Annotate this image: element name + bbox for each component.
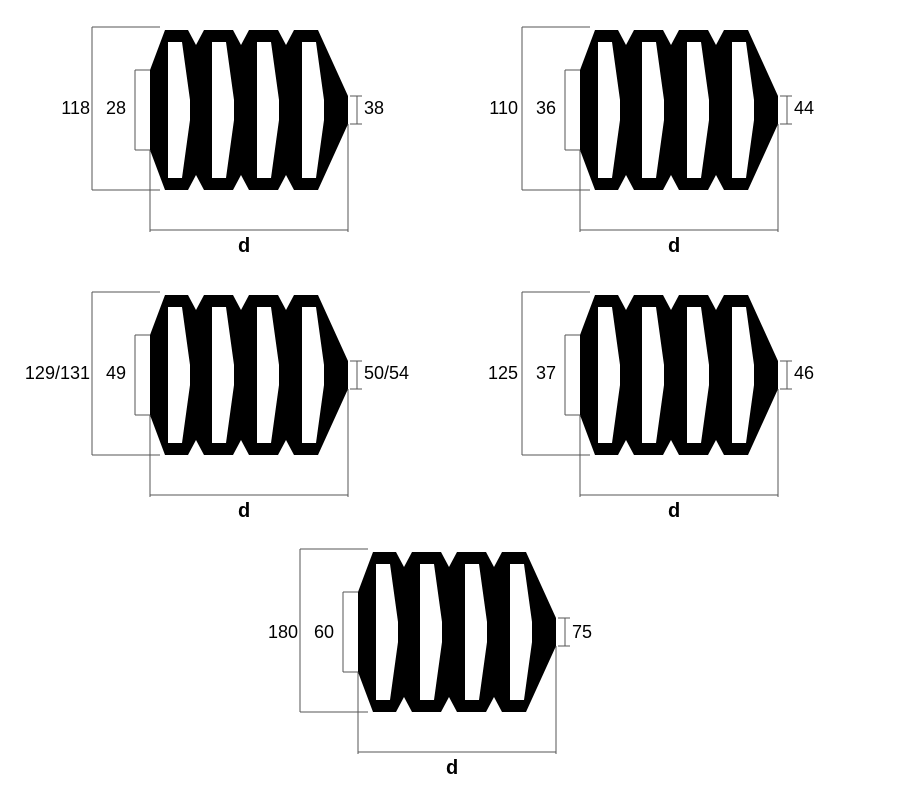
bellows-boot-1: 118 28 38 d [0, 0, 440, 265]
bellows-window-1 [168, 307, 190, 443]
bellows-window-4 [302, 307, 324, 443]
overall-height-label: 110 [489, 98, 518, 118]
length-label: d [238, 235, 251, 257]
bellows-window-2 [212, 42, 234, 178]
bellows-window-2 [420, 564, 442, 700]
bellows-drawing [299, 548, 570, 754]
outer-end-diameter-label: 38 [364, 98, 385, 118]
bellows-window-3 [687, 307, 709, 443]
bellows-body [580, 30, 778, 190]
overall-height-label: 129/131 [24, 363, 90, 383]
bellows-window-4 [302, 42, 324, 178]
bellows-window-3 [687, 42, 709, 178]
overall-height-label: 125 [487, 363, 518, 383]
bellows-window-1 [376, 564, 398, 700]
bellows-window-3 [257, 307, 279, 443]
bellows-boot-2: 110 36 44 d [430, 0, 870, 265]
bellows-drawing [521, 291, 792, 497]
outer-end-diameter-label: 46 [794, 363, 815, 383]
bellows-boot-3: 129/131 49 50/54 d [0, 265, 440, 530]
bellows-window-2 [212, 307, 234, 443]
bellows-window-1 [598, 42, 620, 178]
bellows-body [150, 295, 348, 455]
bellows-drawing [91, 26, 362, 232]
bellows-body [150, 30, 348, 190]
bellows-boot-5: 180 60 75 d [208, 522, 648, 787]
bellows-window-4 [732, 42, 754, 178]
overall-height-label: 180 [267, 622, 298, 642]
bellows-window-2 [642, 307, 664, 443]
outer-end-diameter-label: 75 [572, 622, 593, 642]
overall-height-label: 118 [61, 98, 90, 118]
bellows-body [358, 552, 556, 712]
inner-diameter-label: 28 [106, 98, 127, 118]
length-label: d [238, 500, 251, 522]
bellows-body [580, 295, 778, 455]
inner-diameter-label: 49 [106, 363, 127, 383]
bellows-window-3 [465, 564, 487, 700]
bellows-window-1 [598, 307, 620, 443]
bellows-window-2 [642, 42, 664, 178]
length-label: d [446, 757, 459, 779]
bellows-window-4 [510, 564, 532, 700]
bellows-window-4 [732, 307, 754, 443]
inner-diameter-label: 37 [536, 363, 557, 383]
bellows-drawing [91, 291, 362, 497]
bellows-window-3 [257, 42, 279, 178]
inner-diameter-label: 36 [536, 98, 557, 118]
outer-end-diameter-label: 44 [794, 98, 815, 118]
outer-end-diameter-label: 50/54 [364, 363, 410, 383]
length-label: d [668, 235, 681, 257]
bellows-drawing [521, 26, 792, 232]
inner-diameter-label: 60 [314, 622, 335, 642]
bellows-boot-4: 125 37 46 d [430, 265, 870, 530]
length-label: d [668, 500, 681, 522]
bellows-window-1 [168, 42, 190, 178]
